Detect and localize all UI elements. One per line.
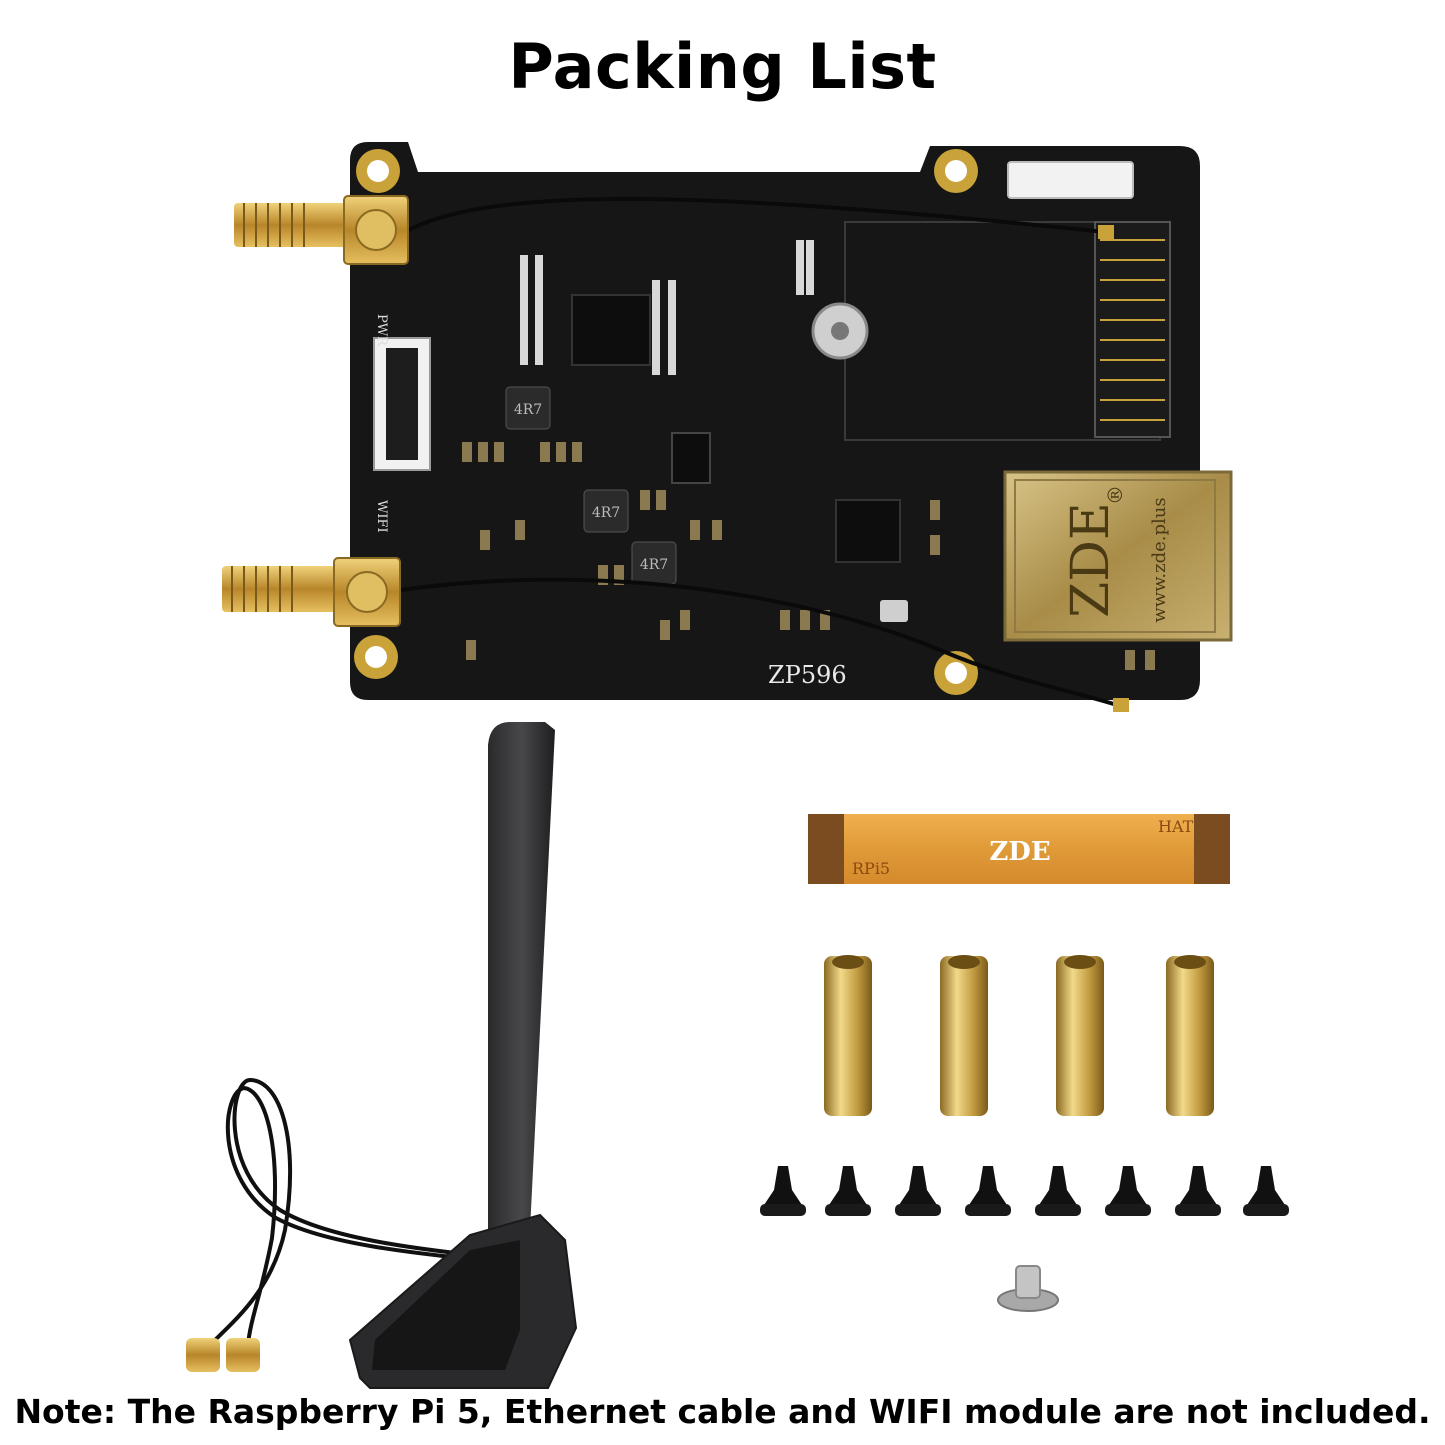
black-screw bbox=[1105, 1166, 1151, 1216]
brass-standoff bbox=[1056, 955, 1104, 1116]
rj45-url: www.zde.plus bbox=[1149, 497, 1170, 622]
inductor: 4R7 bbox=[631, 541, 677, 585]
page-title: Packing List bbox=[508, 30, 937, 103]
wifi-label: WIFI bbox=[374, 500, 389, 533]
rj45-jack: ZDE www.zde.plus ® bbox=[1003, 470, 1233, 642]
black-screw bbox=[1175, 1166, 1221, 1216]
mounting-hole bbox=[356, 149, 400, 193]
ethernet-chip bbox=[835, 499, 901, 563]
m2-connector bbox=[1094, 221, 1171, 438]
inductor-label: 4R7 bbox=[640, 557, 668, 573]
sma-connector bbox=[222, 557, 401, 627]
ipex-cable bbox=[399, 577, 1121, 708]
usb-chip bbox=[571, 294, 651, 366]
mounting-hole bbox=[934, 149, 978, 193]
m2-standoff bbox=[811, 302, 869, 360]
sma-plug bbox=[186, 1338, 260, 1372]
black-screw bbox=[895, 1166, 941, 1216]
brass-standoff bbox=[824, 955, 872, 1116]
mounting-hole bbox=[354, 635, 398, 679]
ribbon-cable: ZDE RPi5 HAT bbox=[808, 814, 1230, 884]
inductor: 4R7 bbox=[583, 489, 629, 533]
ribbon-left-label: RPi5 bbox=[852, 859, 890, 878]
inductor-label: 4R7 bbox=[592, 505, 620, 521]
ribbon-right-label: HAT bbox=[1158, 817, 1194, 836]
black-screw bbox=[1035, 1166, 1081, 1216]
expansion-board: 4R7 4R7 4R7 bbox=[222, 142, 1233, 712]
antenna-cable bbox=[208, 1077, 541, 1347]
rj45-registered-mark: ® bbox=[1103, 485, 1127, 505]
antenna-blade bbox=[488, 722, 555, 1250]
pcb bbox=[350, 142, 1200, 700]
silver-screw bbox=[997, 1265, 1059, 1312]
black-screw bbox=[965, 1166, 1011, 1216]
ribbon-brand: ZDE bbox=[989, 837, 1050, 867]
pwr-label: PWR bbox=[374, 314, 389, 347]
wifi-antenna bbox=[186, 722, 578, 1389]
crystal bbox=[880, 600, 908, 622]
jst-connector bbox=[1007, 161, 1134, 199]
model-label: ZP596 bbox=[768, 661, 847, 689]
brass-standoff bbox=[1166, 955, 1214, 1116]
inductor-label: 4R7 bbox=[514, 402, 542, 418]
inductor: 4R7 bbox=[505, 386, 551, 430]
ipex-cable bbox=[398, 197, 1106, 237]
black-screw bbox=[1243, 1166, 1289, 1216]
sma-connector bbox=[234, 195, 409, 265]
black-screw bbox=[825, 1166, 871, 1216]
brass-standoff bbox=[940, 955, 988, 1116]
black-screw bbox=[760, 1166, 806, 1216]
rj45-brand: ZDE bbox=[1061, 502, 1121, 618]
small-chip bbox=[671, 432, 711, 484]
note-text: Note: The Raspberry Pi 5, Ethernet cable… bbox=[14, 1392, 1431, 1431]
